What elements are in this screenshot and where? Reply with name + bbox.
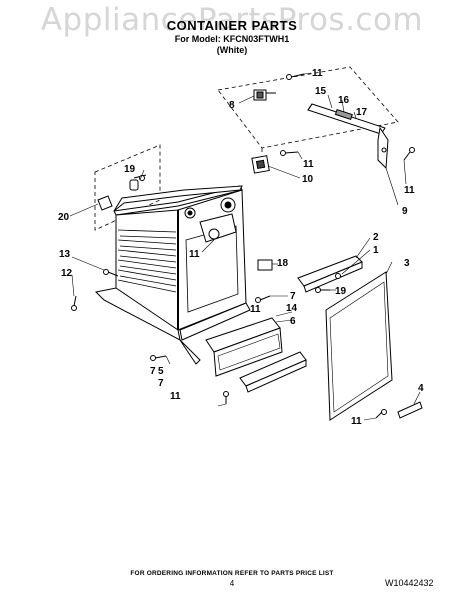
main-cabinet <box>94 185 251 341</box>
callouts: 1 2 3 4 5 6 7 7 7 8 9 10 11 11 11 11 11 … <box>58 68 424 427</box>
part-3-door-panel <box>325 271 393 421</box>
callout: 19 <box>124 164 136 175</box>
callout: 5 <box>158 366 164 377</box>
callout: 4 <box>418 383 424 394</box>
part-14-drawer <box>205 317 283 377</box>
page-number: 4 <box>229 579 235 588</box>
callout: 11 <box>170 391 181 402</box>
callout: 11 <box>250 304 261 315</box>
part-2-strip <box>297 255 363 293</box>
page-title: CONTAINER PARTS <box>166 18 298 33</box>
switch-part-10 <box>251 155 270 174</box>
document-number: W10442432 <box>385 578 434 588</box>
callout: 14 <box>286 303 298 314</box>
screws <box>71 73 415 419</box>
callout: 11 <box>312 68 323 79</box>
callout: 11 <box>189 249 200 260</box>
part-4-piece <box>397 401 423 419</box>
callout: 7 <box>158 378 164 389</box>
part-6-handle <box>239 351 307 393</box>
callout: 11 <box>351 416 362 427</box>
dashed-group-frames <box>94 66 399 231</box>
callout: 19 <box>335 286 347 297</box>
callout: 17 <box>356 107 368 118</box>
callout: 15 <box>315 86 327 97</box>
callout: 1 <box>373 245 379 256</box>
callout: 10 <box>302 174 314 185</box>
callout: 3 <box>404 258 410 269</box>
callout: 6 <box>290 316 296 327</box>
dashed-frame-top-right <box>217 66 399 149</box>
ordering-note: FOR ORDERING INFORMATION REFER TO PARTS … <box>130 570 334 577</box>
watermark: AppliancePartsPros.com <box>40 2 424 38</box>
callout: 11 <box>303 159 314 170</box>
callout: 18 <box>277 258 289 269</box>
part-5-base <box>179 339 201 365</box>
callout: 11 <box>404 185 415 196</box>
switch-part-8 <box>253 89 276 101</box>
callout: 9 <box>402 206 408 217</box>
callout: 12 <box>61 268 73 279</box>
callout: 2 <box>373 232 379 243</box>
leader-lines <box>69 72 421 421</box>
callout: 7 <box>150 366 156 377</box>
bracket-assembly <box>307 103 389 170</box>
color-line: (White) <box>216 45 248 55</box>
callout: 20 <box>58 212 70 223</box>
model-line: For Model: KFCN03FTWH1 <box>174 34 290 44</box>
callout: 16 <box>338 95 350 106</box>
callout: 13 <box>59 249 71 260</box>
part-18 <box>257 259 273 271</box>
parts-19-20-left <box>97 174 147 211</box>
callout: 8 <box>229 100 235 111</box>
callout: 7 <box>290 291 296 302</box>
